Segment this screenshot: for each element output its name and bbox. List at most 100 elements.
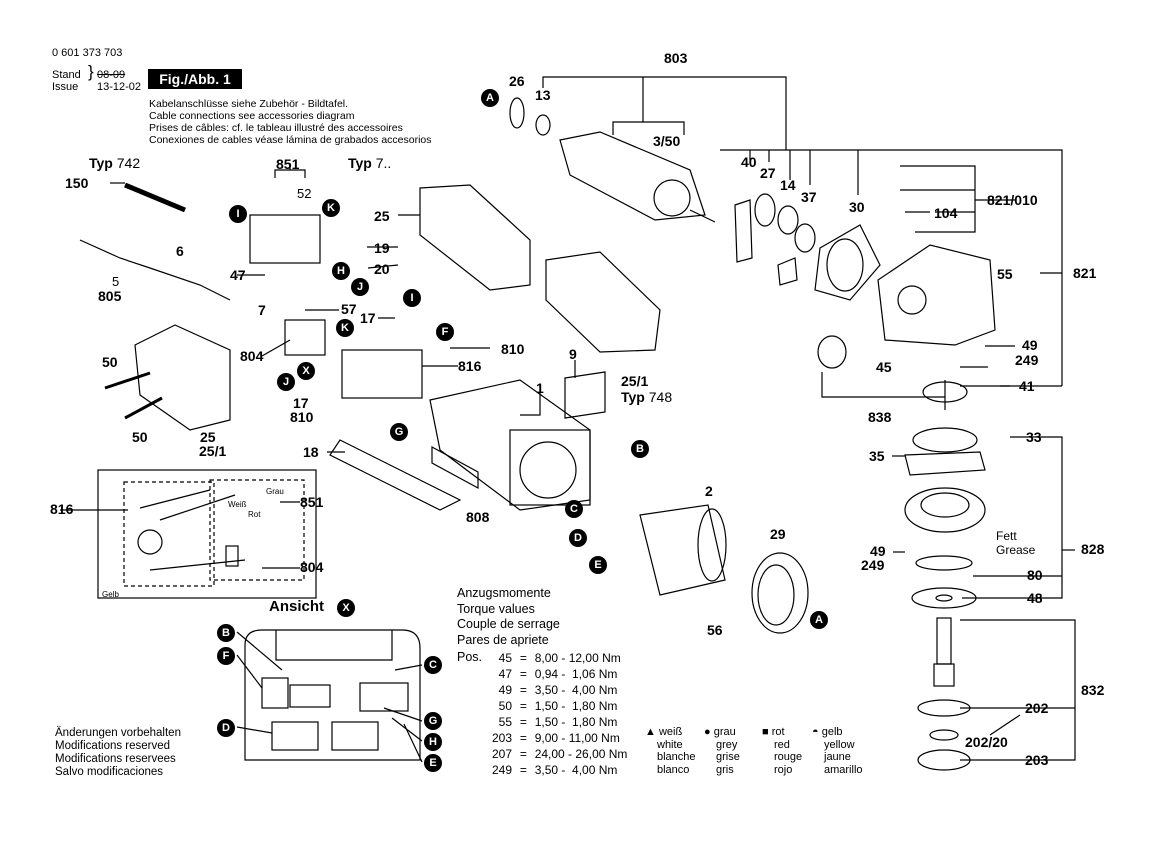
label-804-top: 804	[240, 348, 264, 364]
callout-ansicht-d: D	[217, 719, 235, 737]
callout-ansicht-f: F	[217, 647, 235, 665]
wire-grau-label: Grau	[266, 487, 284, 496]
footer-note-fr: Modifications reservees	[55, 753, 176, 765]
label-29: 29	[770, 526, 786, 542]
label-14: 14	[780, 177, 796, 193]
label-18: 18	[303, 444, 319, 460]
legend-red: ■ rot red rouge rojo	[762, 726, 802, 776]
torque-range: 9,00 - 11,00 Nm	[534, 731, 620, 745]
stand-label: Stand	[52, 69, 81, 81]
label-249-lower: 249	[861, 557, 885, 573]
torque-range: 3,50 - 4,00 Nm	[534, 763, 618, 777]
label-810-upper: 810	[501, 341, 525, 357]
callout-ansicht-g: G	[424, 712, 442, 730]
torque-range: 3,50 - 4,00 Nm	[534, 683, 618, 697]
figure-label: Fig./Abb. 1	[148, 69, 242, 89]
label-5: 5	[112, 274, 120, 289]
date-old: 08-09	[97, 69, 126, 81]
torque-eq: =	[519, 699, 527, 713]
legend-triangle-icon: ▲	[645, 726, 656, 738]
label-150: 150	[65, 175, 89, 191]
label-821-010: 821/010	[987, 192, 1038, 208]
legend-text: rouge	[774, 751, 803, 763]
typ748-prefix: Typ	[621, 389, 645, 405]
typ748-label: Typ 748	[621, 390, 672, 405]
torque-row: 45 = 8,00 - 12,00 Nm	[490, 651, 621, 665]
label-57: 57	[341, 301, 357, 317]
label-803: 803	[664, 50, 688, 66]
torque-title-es: Pares de apriete	[457, 632, 549, 647]
label-2: 2	[705, 483, 713, 499]
label-37: 37	[801, 189, 817, 205]
torque-eq: =	[519, 731, 527, 745]
callout-i-center: I	[403, 289, 421, 307]
label-13: 13	[535, 87, 551, 103]
label-808: 808	[466, 509, 490, 525]
callout-c: C	[565, 500, 583, 518]
typ7-prefix: Typ	[348, 155, 372, 171]
callout-d: D	[569, 529, 587, 547]
torque-pos: 50	[498, 699, 512, 713]
callout-x-ansicht: X	[337, 599, 355, 617]
callout-b: B	[631, 440, 649, 458]
label-816-center: 816	[458, 358, 482, 374]
wire-weiss-label: Weiß	[228, 500, 247, 509]
wire-rot-label: Rot	[248, 510, 261, 519]
torque-title-de: Anzugsmomente	[457, 586, 551, 600]
label-25-left: 25	[200, 429, 216, 445]
callout-j-lower: J	[277, 373, 295, 391]
torque-table: Anzugsmomente Torque values Couple de se…	[457, 586, 560, 648]
legend-text: gelb	[821, 726, 843, 738]
label-202: 202	[1025, 700, 1049, 716]
callout-x: X	[297, 362, 315, 380]
typ742-number: 742	[116, 155, 141, 171]
date-brace: }	[88, 62, 94, 81]
callout-f: F	[436, 323, 454, 341]
label-80: 80	[1027, 567, 1043, 583]
typ748-number: 748	[648, 389, 673, 405]
label-851-top: 851	[276, 156, 300, 172]
torque-eq: =	[519, 651, 527, 665]
footer-note-es: Salvo modificaciones	[55, 766, 164, 778]
typ7-number: 7..	[375, 155, 392, 171]
torque-title-en: Torque values	[457, 601, 535, 616]
label-821: 821	[1073, 265, 1097, 281]
legend-text: red	[774, 738, 790, 751]
label-810-lower: 810	[290, 409, 314, 425]
footer-note-de: Änderungen vorbehalten	[55, 727, 181, 739]
label-25-top: 25	[374, 208, 390, 224]
label-851-wiring: 851	[300, 494, 324, 510]
label-249-upper: 249	[1015, 352, 1039, 368]
label-6: 6	[176, 243, 184, 259]
torque-row: 55 = 1,50 - 1,80 Nm	[490, 715, 618, 729]
wire-gelb-label: Gelb	[102, 590, 119, 599]
callout-a-bottom: A	[810, 611, 828, 629]
torque-title-fr: Couple de serrage	[457, 617, 560, 632]
callout-ansicht-e: E	[424, 754, 442, 772]
torque-row: 203 = 9,00 - 11,00 Nm	[490, 731, 620, 745]
label-832: 832	[1081, 682, 1105, 698]
torque-row: 249 = 3,50 - 4,00 Nm	[490, 763, 617, 777]
torque-range: 24,00 - 26,00 Nm	[534, 747, 628, 761]
torque-eq: =	[519, 715, 527, 729]
callout-g: G	[390, 423, 408, 441]
label-17-upper: 17	[360, 310, 376, 326]
legend-white: ▲ weiß white blanche blanco	[645, 726, 696, 776]
issue-label: Issue	[52, 81, 79, 93]
note-line-fr: Prises de câbles: cf. le tableau illustr…	[149, 122, 403, 134]
legend-text: white	[657, 738, 683, 751]
label-33: 33	[1026, 429, 1042, 445]
torque-row: 50 = 1,50 - 1,80 Nm	[490, 699, 618, 713]
legend-text: rojo	[774, 763, 793, 776]
label-20: 20	[374, 261, 390, 277]
label-49-upper: 49	[1022, 337, 1038, 353]
callout-e: E	[589, 556, 607, 574]
torque-pos-label: Pos.	[457, 650, 483, 664]
label-47: 47	[230, 267, 246, 283]
callout-k-lower: K	[336, 319, 354, 337]
legend-text: grise	[716, 751, 740, 763]
torque-pos: 249	[491, 763, 512, 777]
label-49-lower: 49	[870, 543, 886, 559]
label-1: 1	[536, 380, 544, 396]
label-3-50: 3/50	[653, 133, 681, 149]
